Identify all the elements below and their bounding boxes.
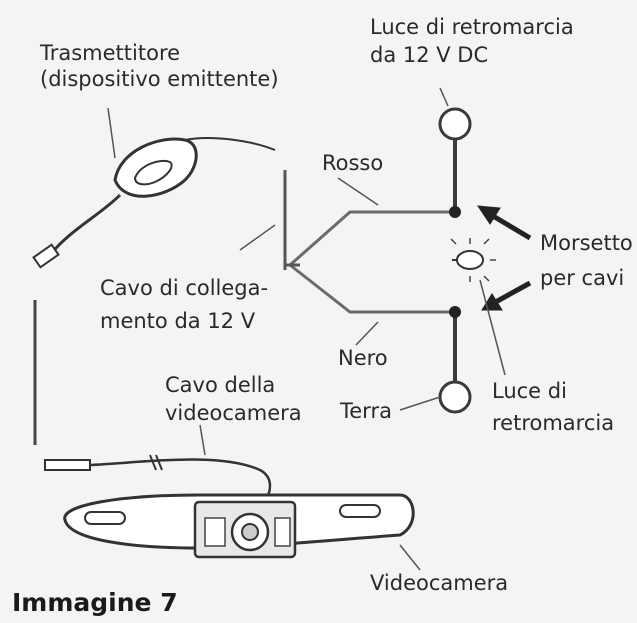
label-camera-cable-sub: videocamera <box>165 401 302 425</box>
label-red: Rosso <box>322 151 384 175</box>
label-ground: Terra <box>340 399 392 423</box>
red-junction-dot <box>449 206 461 218</box>
label-terminal-sub: per cavi <box>540 266 625 290</box>
label-connection-cable-sub: mento da 12 V <box>100 309 256 333</box>
label-reverse-light-sub: retromarcia <box>492 411 615 435</box>
label-reverse-light-12v: Luce di retromarcia <box>370 15 574 39</box>
figure-caption: Immagine 7 <box>12 588 178 617</box>
terminal-arrows <box>477 205 532 311</box>
red-black-cable <box>289 210 455 314</box>
label-transmitter-sub: (dispositivo emittente) <box>40 67 279 91</box>
label-terminal: Morsetto <box>540 231 633 255</box>
videocamera <box>63 493 415 559</box>
reverse-bulb-icon <box>450 238 496 282</box>
label-reverse-light-12v-sub: da 12 V DC <box>370 43 489 67</box>
transmitter-device <box>32 137 276 269</box>
label-connection-cable: Cavo di collega- <box>100 276 269 300</box>
black-junction-dot <box>449 306 461 318</box>
label-black: Nero <box>338 346 388 370</box>
reverse-light-terminal-circle <box>438 107 472 141</box>
ground-terminal-circle <box>438 380 472 414</box>
label-videocamera: Videocamera <box>370 571 509 595</box>
label-reverse-light: Luce di <box>492 379 567 403</box>
leader-lines <box>107 87 506 571</box>
label-transmitter: Trasmettitore <box>40 41 181 65</box>
label-camera-cable: Cavo della <box>165 373 276 397</box>
camera-cable <box>44 454 272 501</box>
